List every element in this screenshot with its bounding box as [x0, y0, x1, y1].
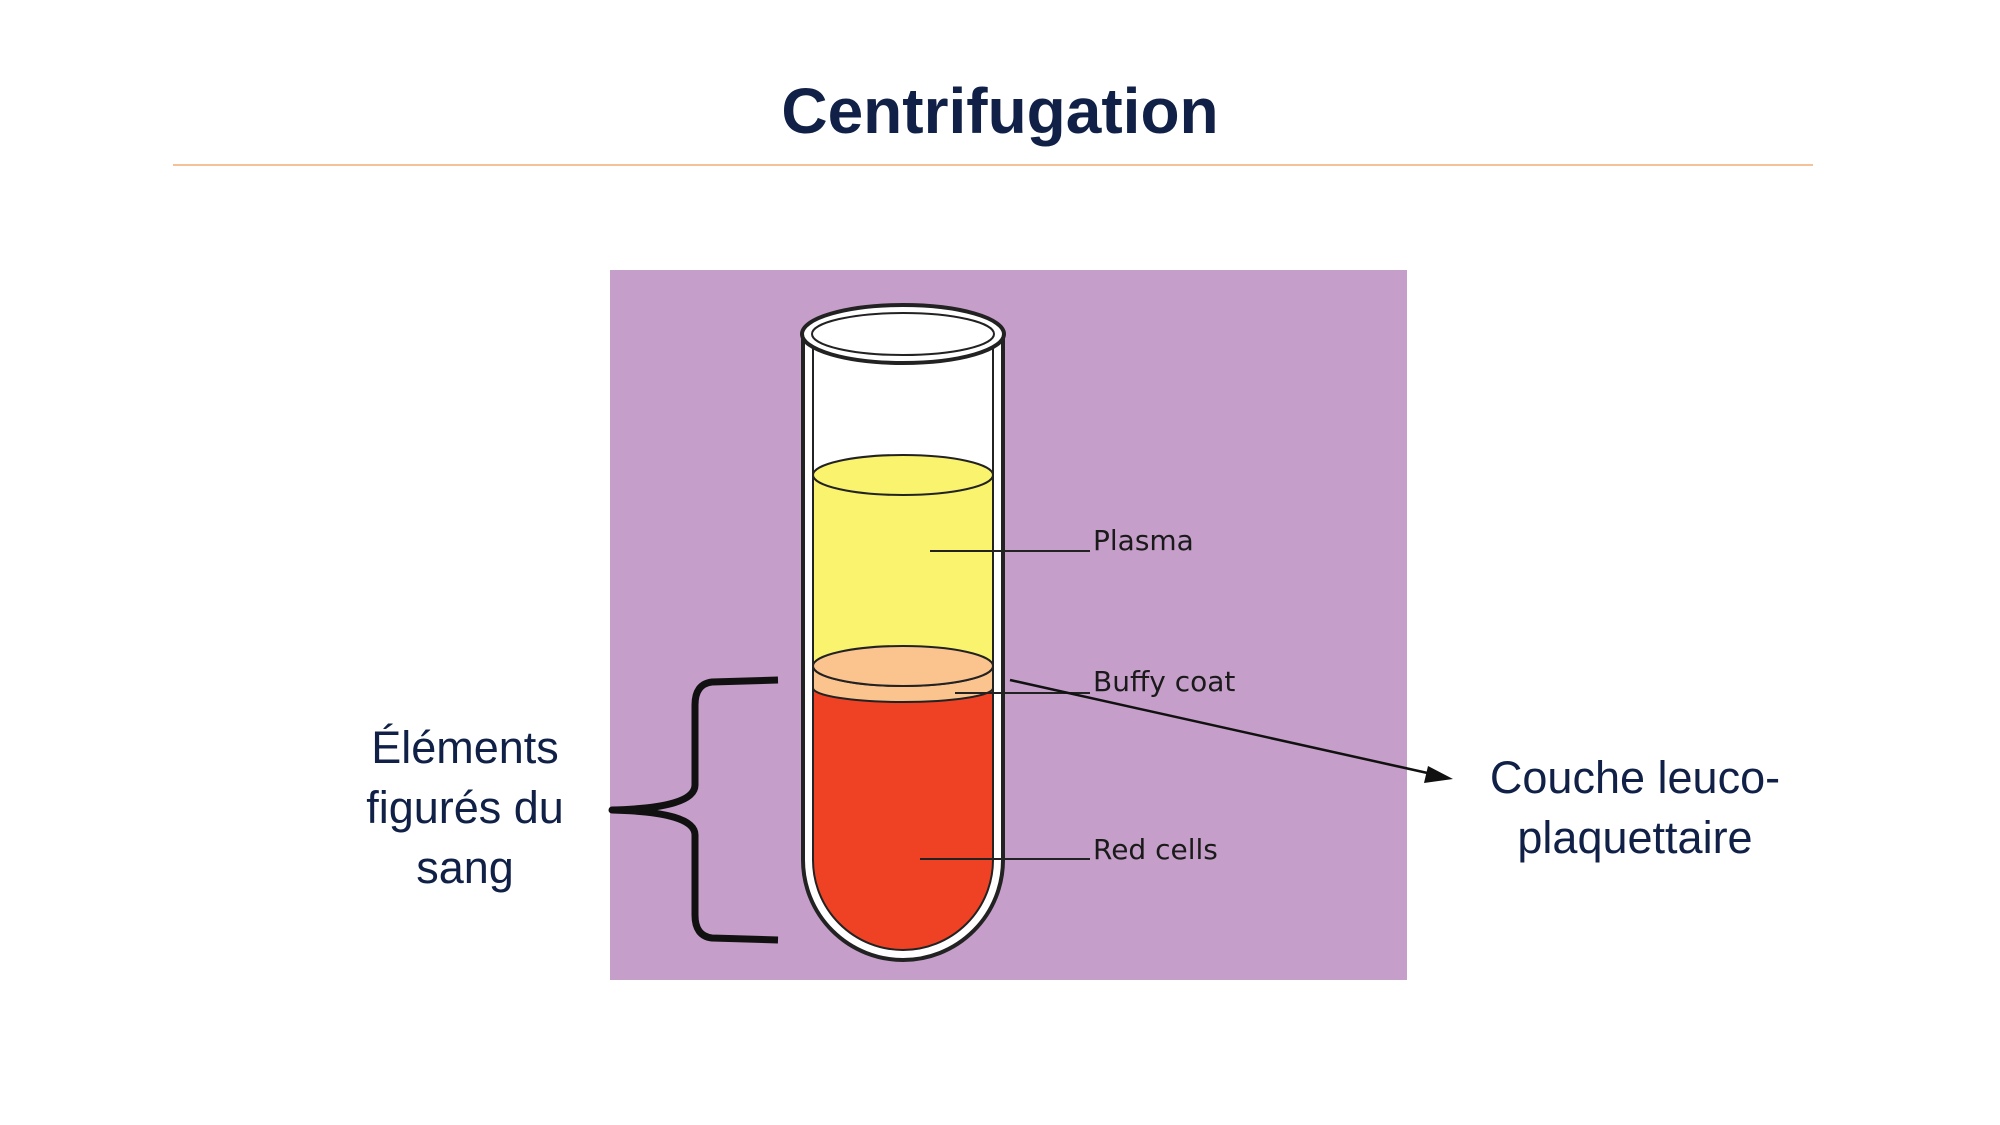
diagram-panel	[610, 270, 1407, 980]
buffy-coat-top-overlay	[812, 645, 994, 687]
formed-elements-line1: Éléments	[371, 722, 559, 773]
curly-brace	[608, 676, 779, 944]
title-divider	[173, 164, 1813, 166]
buffy-coat-arrow-line	[1009, 678, 1433, 776]
buffy-coat-french-line1: Couche leuco-	[1489, 752, 1781, 803]
formed-elements-line3: sang	[416, 842, 514, 893]
buffy-coat-french-line2: plaquettaire	[1517, 812, 1753, 863]
buffy-coat-label: Buffy coat	[1093, 665, 1235, 698]
slide-title: Centrifugation	[781, 75, 1219, 147]
plasma-layer	[813, 475, 993, 666]
plasma-surface	[812, 454, 994, 496]
buffy-coat-arrowhead	[1424, 766, 1453, 783]
red-cells-layer	[812, 682, 994, 951]
red-cells-label: Red cells	[1093, 833, 1218, 866]
formed-elements-label: Éléments figurés du sang	[330, 718, 600, 898]
buffy-coat-french-label: Couche leuco- plaquettaire	[1450, 748, 1820, 868]
tube-rim-inner	[811, 312, 995, 356]
plasma-label: Plasma	[1093, 524, 1194, 557]
formed-elements-line2: figurés du	[366, 782, 564, 833]
